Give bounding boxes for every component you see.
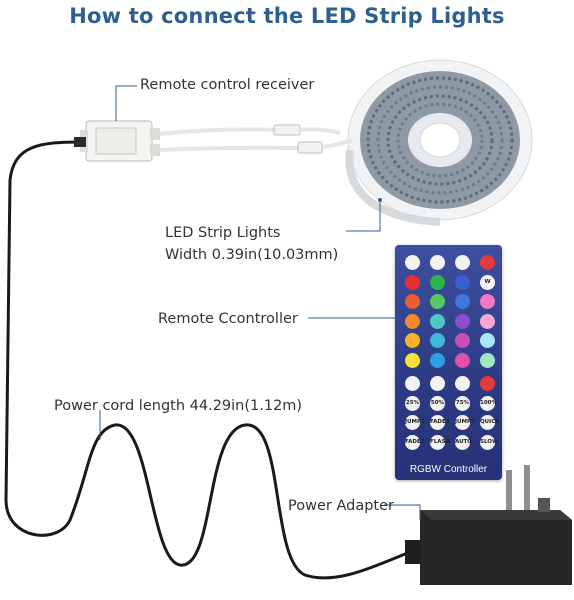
remote-key[interactable]: [480, 333, 495, 348]
remote-controller: W 25% 50% 75% 100% JUMP3 FADE3 JUMP7 QUICK FADE7 F…: [395, 245, 502, 480]
remote-key[interactable]: [430, 313, 445, 329]
remote-key[interactable]: FADE3: [430, 415, 450, 430]
remote-key[interactable]: [405, 274, 420, 290]
leader-lines: [99, 85, 421, 520]
remote-key[interactable]: [455, 294, 470, 309]
remote-key[interactable]: W: [480, 274, 495, 290]
remote-key[interactable]: JUMP7: [455, 415, 475, 430]
power-adapter: [405, 465, 572, 585]
remote-key[interactable]: [430, 274, 445, 290]
remote-key[interactable]: 50%: [430, 395, 445, 411]
remote-key[interactable]: [405, 333, 420, 348]
remote-key[interactable]: [430, 333, 445, 348]
remote-key[interactable]: [430, 294, 445, 309]
remote-key[interactable]: AUTO: [455, 434, 472, 450]
remote-key[interactable]: [405, 313, 420, 329]
remote-key[interactable]: [480, 376, 495, 391]
remote-key[interactable]: 75%: [455, 395, 470, 411]
receiver-wires: [159, 124, 353, 154]
remote-key[interactable]: [480, 294, 495, 309]
remote-key[interactable]: [455, 352, 470, 368]
remote-key[interactable]: [430, 376, 445, 391]
leader-dot: [378, 198, 382, 202]
remote-key[interactable]: [455, 313, 470, 329]
label-led-strip-width: Width 0.39in(10.03mm): [165, 247, 339, 263]
remote-key[interactable]: SLOW: [480, 434, 498, 450]
label-led-strip-name: LED Strip Lights: [165, 225, 281, 241]
remote-key[interactable]: [405, 352, 420, 368]
remote-label: RGBW Controller: [409, 464, 488, 475]
cord-plug: [74, 137, 86, 147]
remote-key[interactable]: [455, 376, 470, 391]
remote-key[interactable]: [480, 352, 495, 368]
label-receiver: Remote control receiver: [140, 77, 315, 93]
remote-key[interactable]: 25%: [405, 395, 420, 411]
page-title: How to connect the LED Strip Lights: [69, 4, 505, 28]
label-power-cord: Power cord length 44.29in(1.12m): [54, 398, 303, 414]
remote-key[interactable]: JUMP3: [405, 415, 425, 430]
remote-key[interactable]: [430, 352, 445, 368]
label-power-adapter: Power Adapter: [288, 498, 394, 514]
remote-key[interactable]: QUICK: [480, 415, 500, 430]
remote-key[interactable]: [480, 313, 495, 329]
remote-key[interactable]: [430, 255, 445, 270]
leader-adapter: [384, 504, 421, 520]
leader-strip: [346, 200, 381, 232]
remote-key[interactable]: [455, 255, 470, 270]
receiver-box: [80, 120, 160, 162]
label-led-strip: LED Strip Lights Width 0.39in(10.03mm): [165, 222, 338, 266]
remote-key[interactable]: 100%: [480, 395, 497, 411]
remote-key[interactable]: FLASH: [430, 434, 450, 450]
remote-key[interactable]: [455, 274, 470, 290]
remote-key[interactable]: [405, 255, 420, 270]
power-cord: [4, 140, 412, 580]
label-remote: Remote Ccontroller: [158, 311, 298, 327]
remote-key[interactable]: [455, 333, 470, 348]
remote-key[interactable]: [480, 255, 495, 270]
remote-key[interactable]: [405, 294, 420, 309]
remote-key[interactable]: FADE7: [405, 434, 425, 450]
led-strip-reel: [345, 59, 533, 226]
leader-receiver: [115, 85, 137, 121]
remote-key[interactable]: [405, 376, 420, 391]
